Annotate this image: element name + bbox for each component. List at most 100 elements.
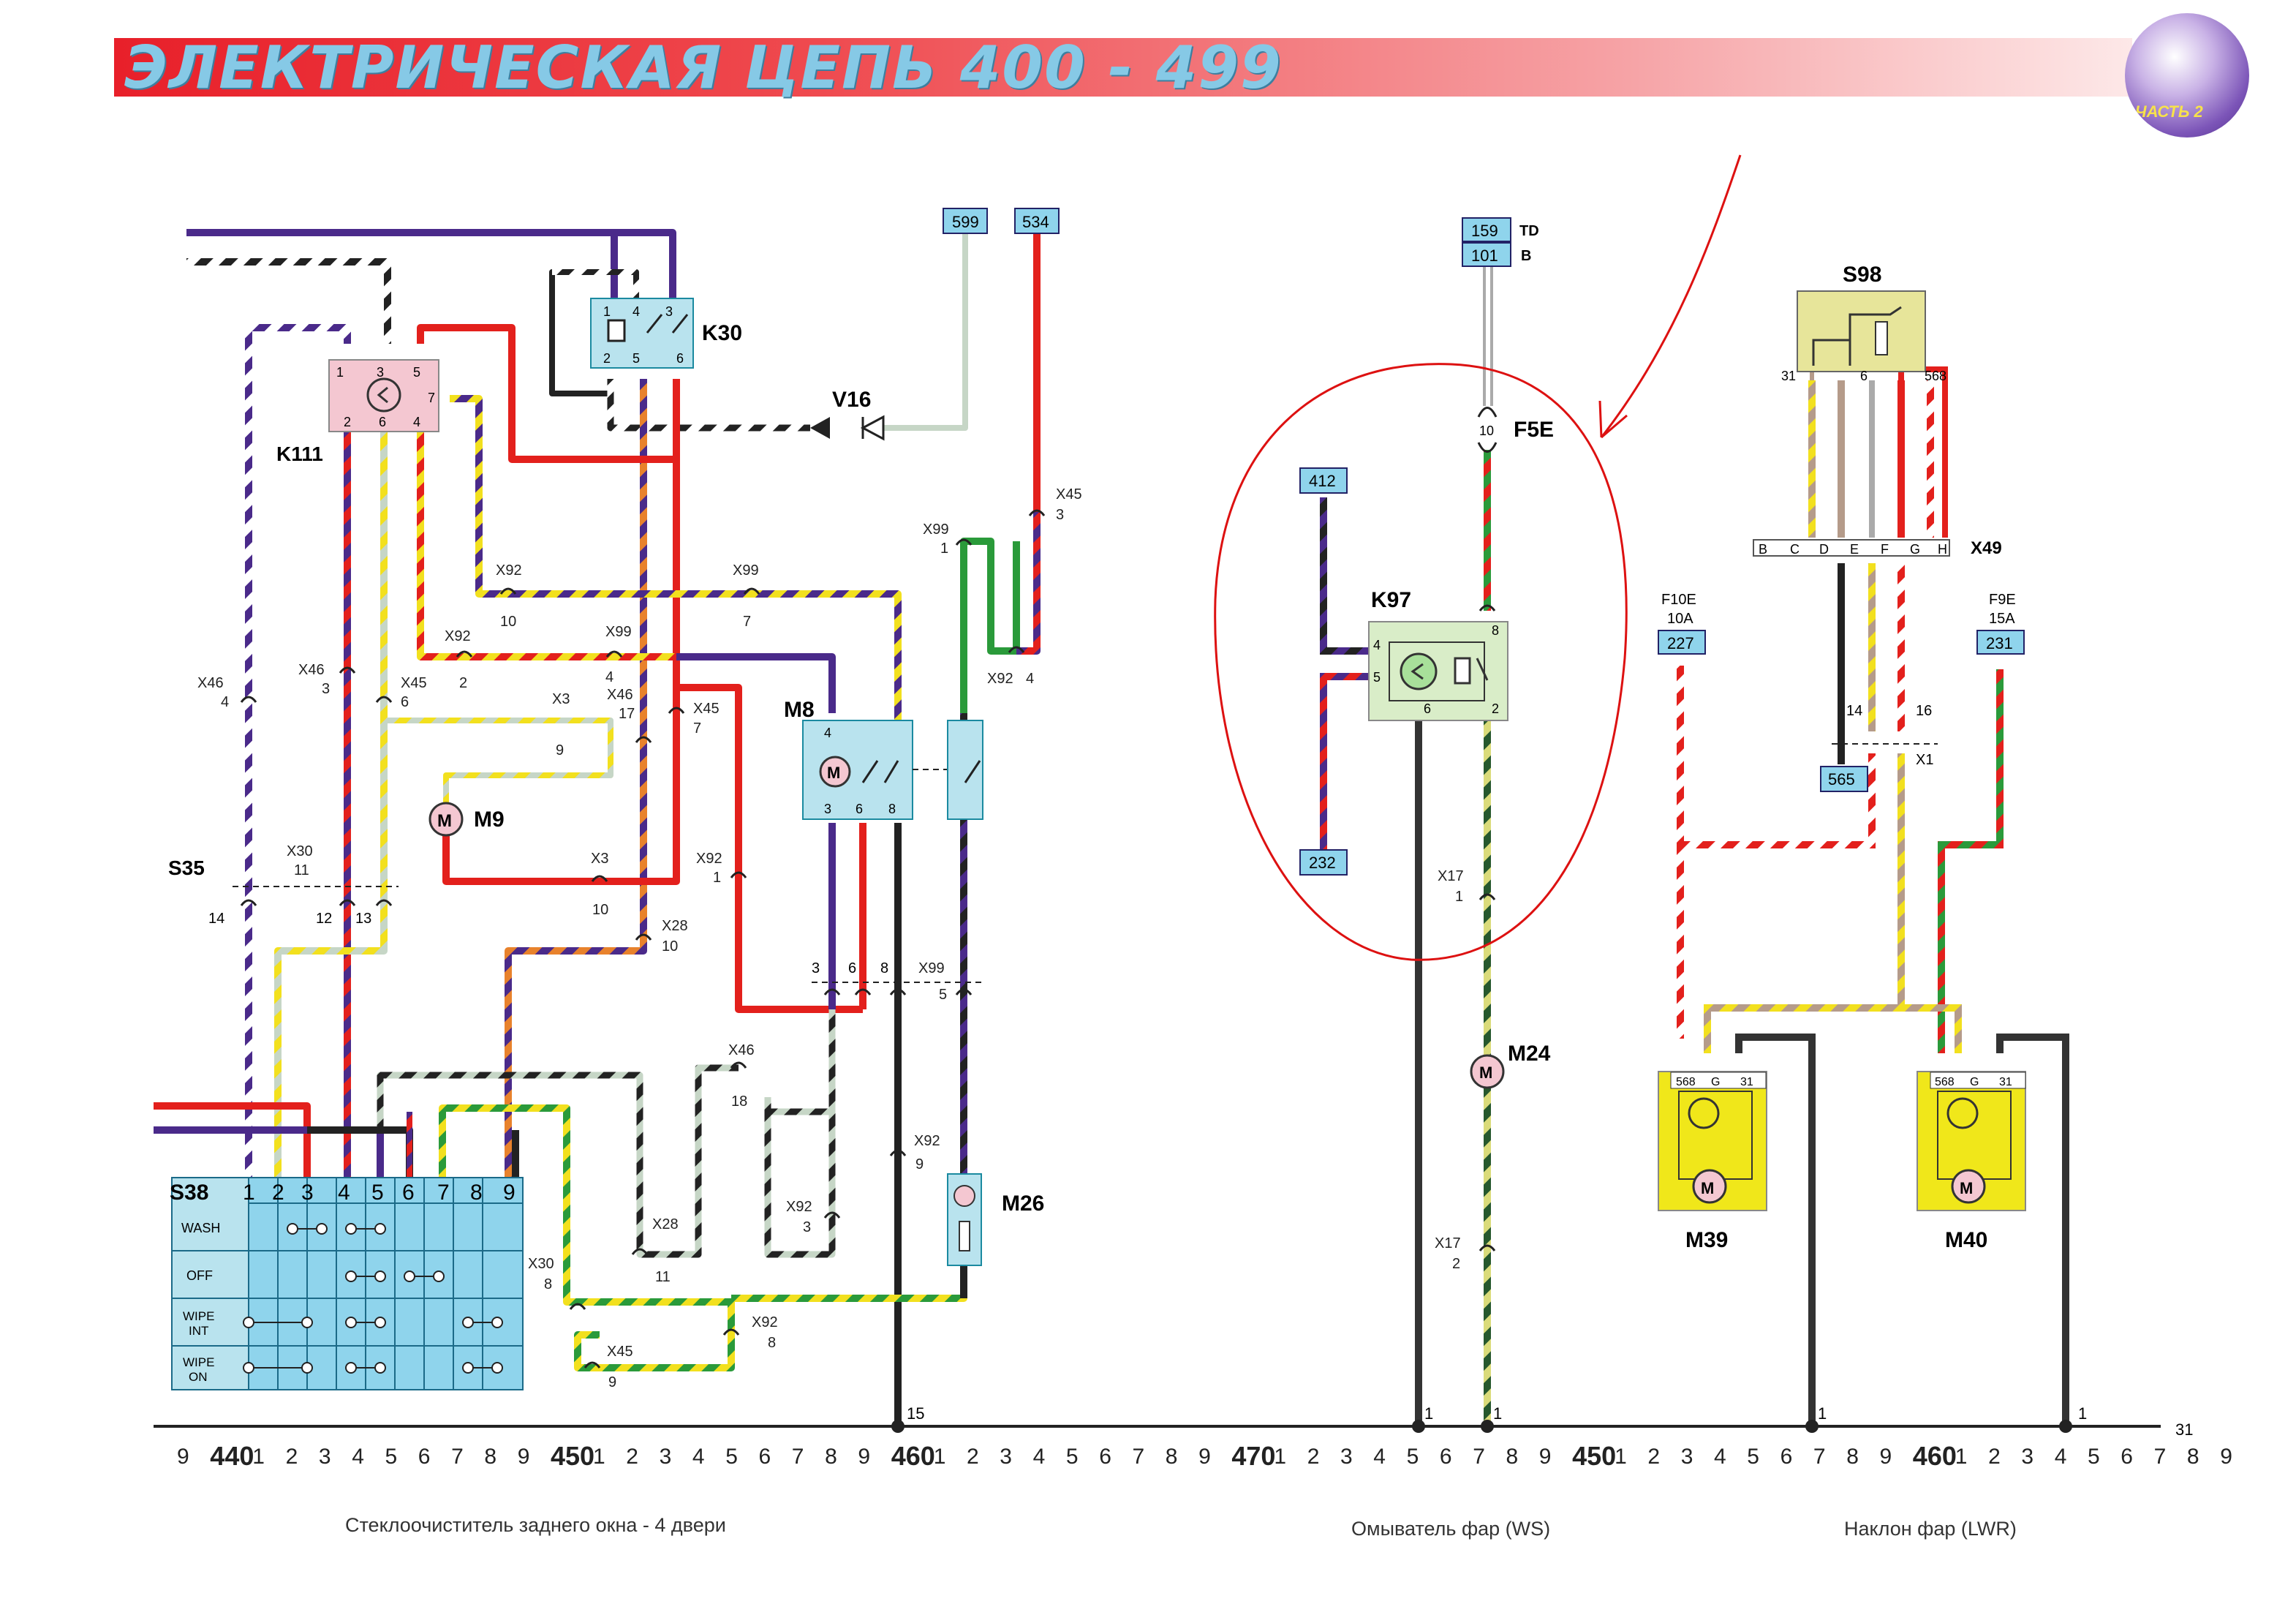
- scale-tick-number: 3: [318, 1445, 331, 1469]
- scale-tick-number: 6: [1439, 1445, 1452, 1469]
- scale-section-number: 440: [210, 1441, 254, 1471]
- scale-tick-number: 9: [1879, 1445, 1892, 1469]
- s98-label: S98: [1843, 263, 1881, 287]
- svg-text:6: 6: [401, 694, 409, 710]
- svg-text:7: 7: [743, 614, 751, 630]
- svg-text:X30: X30: [287, 843, 313, 859]
- motor-m40: M 568 G 31 M40: [1917, 1071, 2026, 1252]
- svg-text:9: 9: [915, 1156, 924, 1172]
- ref-box-565: 565: [1820, 766, 1868, 792]
- svg-text:X46: X46: [728, 1042, 755, 1058]
- svg-text:D: D: [1819, 542, 1829, 557]
- svg-text:13: 13: [355, 911, 371, 927]
- scale-tick-number: 9: [858, 1445, 871, 1469]
- part-badge-label: ЧАСТЬ 2: [2135, 102, 2203, 121]
- svg-text:B: B: [1759, 542, 1767, 557]
- v16-label: V16: [832, 388, 871, 412]
- relay-k111: 1 3 5 7 2 6 4 K111: [276, 359, 439, 465]
- scale-tick-number: 6: [1780, 1445, 1793, 1469]
- scale-tick-number: 2: [967, 1445, 979, 1469]
- svg-text:7: 7: [437, 1181, 450, 1205]
- svg-text:G: G: [1711, 1076, 1720, 1088]
- svg-text:F9E: F9E: [1989, 592, 2016, 608]
- svg-text:568: 568: [1676, 1076, 1696, 1088]
- svg-text:101: 101: [1471, 246, 1498, 265]
- scale-tick-number: 1: [1274, 1445, 1287, 1469]
- scale-tick-number: 6: [758, 1445, 771, 1469]
- svg-text:4: 4: [1026, 671, 1034, 687]
- splice-s35: S35 14 12 13: [168, 857, 399, 927]
- scale-tick-number: 7: [1813, 1445, 1826, 1469]
- scale-tick-number: 3: [659, 1445, 672, 1469]
- relay-k30: 1 4 3 2 5 6 K30: [590, 298, 742, 369]
- svg-text:X92: X92: [696, 851, 722, 867]
- k111-pin-1: 1: [336, 365, 344, 380]
- m8-label: M8: [784, 698, 815, 722]
- s38-row-off: OFF: [186, 1268, 213, 1283]
- motor-m26: M26: [947, 1173, 1044, 1266]
- scale-tick-number: 7: [451, 1445, 464, 1469]
- svg-text:9: 9: [556, 742, 564, 758]
- scale-tick-number: 9: [1538, 1445, 1552, 1469]
- part-badge-sphere: [2125, 13, 2249, 138]
- svg-text:1: 1: [1493, 1404, 1502, 1423]
- svg-text:X46: X46: [607, 687, 633, 703]
- svg-text:10: 10: [1479, 423, 1494, 438]
- svg-text:8: 8: [888, 802, 896, 816]
- svg-text:10A: 10A: [1667, 611, 1693, 627]
- relay-k97: 4 5 6 2 8 K97: [1368, 588, 1508, 721]
- scale-tick-number: 7: [1473, 1445, 1485, 1469]
- scale-tick-number: 7: [791, 1445, 804, 1469]
- svg-text:X92: X92: [786, 1199, 812, 1215]
- svg-text:568: 568: [1935, 1076, 1955, 1088]
- scale-tick-number: 9: [1198, 1445, 1211, 1469]
- svg-text:G: G: [1910, 542, 1920, 557]
- svg-text:31: 31: [1781, 369, 1796, 383]
- scale-tick-number: 4: [1032, 1445, 1046, 1469]
- svg-text:G: G: [1970, 1076, 1979, 1088]
- scale-tick-number: 9: [517, 1445, 530, 1469]
- connector-clips: [240, 509, 1496, 1369]
- connector-x3-9: X39: [552, 691, 570, 758]
- m39-label: M39: [1685, 1228, 1728, 1252]
- svg-text:5: 5: [1373, 670, 1381, 685]
- scale-tick-number: 5: [1406, 1445, 1419, 1469]
- wires-right: [1677, 329, 2069, 1426]
- scale-tick-number: 5: [1747, 1445, 1759, 1469]
- svg-text:3: 3: [824, 802, 831, 816]
- svg-text:X28: X28: [652, 1216, 679, 1232]
- svg-text:11: 11: [294, 862, 309, 878]
- svg-text:159: 159: [1471, 222, 1498, 240]
- scale-tick-number: 8: [1506, 1445, 1519, 1469]
- svg-text:2: 2: [272, 1181, 284, 1205]
- svg-text:16: 16: [1916, 703, 1932, 719]
- svg-text:1: 1: [1455, 889, 1463, 905]
- connector-x1: 14 16 X1: [1832, 703, 1938, 768]
- s38-row-wipe-on: WIPE: [183, 1355, 214, 1369]
- red-annotation-circle: [1214, 154, 1742, 961]
- svg-text:6: 6: [856, 802, 863, 816]
- scale-tick-number: 5: [725, 1445, 738, 1469]
- motor-m9: M M9: [428, 802, 505, 837]
- svg-text:31: 31: [2175, 1420, 2193, 1439]
- svg-text:X45: X45: [1056, 486, 1082, 502]
- svg-text:565: 565: [1828, 770, 1855, 788]
- svg-text:1: 1: [713, 870, 721, 886]
- svg-text:18: 18: [731, 1093, 747, 1110]
- svg-text:X45: X45: [693, 701, 720, 717]
- svg-text:4: 4: [338, 1181, 350, 1205]
- svg-text:3: 3: [1056, 507, 1064, 523]
